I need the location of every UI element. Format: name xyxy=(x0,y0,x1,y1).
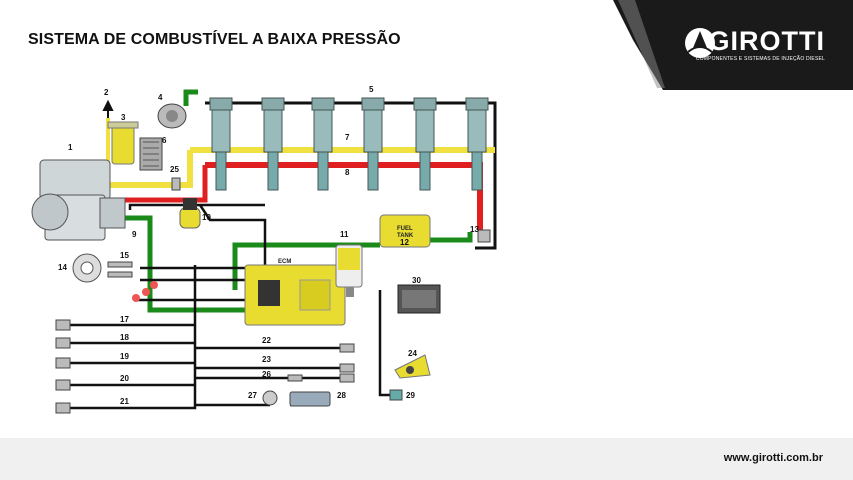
fuel-injector-icon xyxy=(209,97,489,191)
return-feed-line xyxy=(100,165,208,203)
transfer-line-ecm xyxy=(232,242,380,290)
fuel-cooler-icon xyxy=(139,137,163,171)
transfer-pump-icon xyxy=(31,159,126,241)
label-18: 18 xyxy=(120,333,129,342)
label-12: 12 xyxy=(400,238,409,247)
label-28: 28 xyxy=(337,391,346,400)
label-21: 21 xyxy=(120,397,129,406)
label-11: 11 xyxy=(340,230,349,239)
label-27: 27 xyxy=(248,391,257,400)
label-10: 10 xyxy=(202,213,211,222)
fuel-tank-icon xyxy=(379,214,431,248)
label-14: 14 xyxy=(58,263,67,272)
fitting-icon xyxy=(477,229,491,243)
label-4: 4 xyxy=(158,93,163,102)
return-header-line xyxy=(205,101,497,250)
girotti-logo-icon xyxy=(685,28,715,58)
connector-icon xyxy=(150,281,158,289)
brand-tagline: COMPONENTES E SISTEMAS DE INJEÇÃO DIESEL xyxy=(695,56,825,62)
battery-icon xyxy=(397,284,441,314)
label-23: 23 xyxy=(262,355,271,364)
label-5: 5 xyxy=(369,85,374,94)
breather-icon xyxy=(157,89,198,129)
logo-band xyxy=(613,0,853,90)
label-7: 7 xyxy=(345,133,350,142)
tank-label-2: TANK xyxy=(397,233,414,239)
label-25: 25 xyxy=(170,165,179,174)
sensor-icon xyxy=(171,177,181,191)
footer-url: www.girotti.com.br xyxy=(723,452,823,464)
vent-arrow-icon xyxy=(102,99,114,118)
fuel-primer-icon xyxy=(179,198,201,229)
connector-icon xyxy=(142,288,150,296)
label-2: 2 xyxy=(104,88,109,97)
transfer-line xyxy=(120,215,245,313)
label-3: 3 xyxy=(121,113,126,122)
sensor-icon xyxy=(55,319,71,414)
label-26: 26 xyxy=(262,370,271,379)
transfer-line-tank xyxy=(430,232,473,243)
throttle-pedal-icon xyxy=(394,354,431,379)
gear-icon xyxy=(72,253,102,283)
label-15: 15 xyxy=(120,251,129,260)
label-8: 8 xyxy=(345,168,350,177)
switch-icon xyxy=(262,390,278,406)
label-22: 22 xyxy=(262,336,271,345)
water-separator-icon xyxy=(335,244,363,297)
label-9: 9 xyxy=(132,230,137,239)
wire-harness xyxy=(60,203,392,410)
fuel-filter-icon xyxy=(107,121,139,165)
ecm-label: ECM xyxy=(278,259,291,265)
sensor-icon xyxy=(339,343,355,383)
brand-name: GIROTTI xyxy=(708,26,825,56)
supply-feed-line xyxy=(110,150,193,188)
sensor-icon xyxy=(389,389,403,401)
label-20: 20 xyxy=(120,374,129,383)
connector-icon xyxy=(287,374,303,382)
label-19: 19 xyxy=(120,352,129,361)
label-1: 1 xyxy=(68,143,73,152)
tank-label-1: FUEL xyxy=(397,226,413,232)
label-6: 6 xyxy=(162,136,167,145)
label-24: 24 xyxy=(408,349,417,358)
module-icon xyxy=(289,391,331,407)
label-30: 30 xyxy=(412,276,421,285)
label-17: 17 xyxy=(120,315,129,324)
label-13: 13 xyxy=(470,225,479,234)
ecm-module xyxy=(244,264,346,326)
page-title: SISTEMA DE COMBUSTÍVEL A BAIXA PRESSÃO xyxy=(28,31,401,48)
connector-icon xyxy=(132,294,140,302)
speed-sensor-icon xyxy=(107,261,133,278)
footer-band: www.girotti.com.br xyxy=(0,438,853,480)
label-29: 29 xyxy=(406,391,415,400)
